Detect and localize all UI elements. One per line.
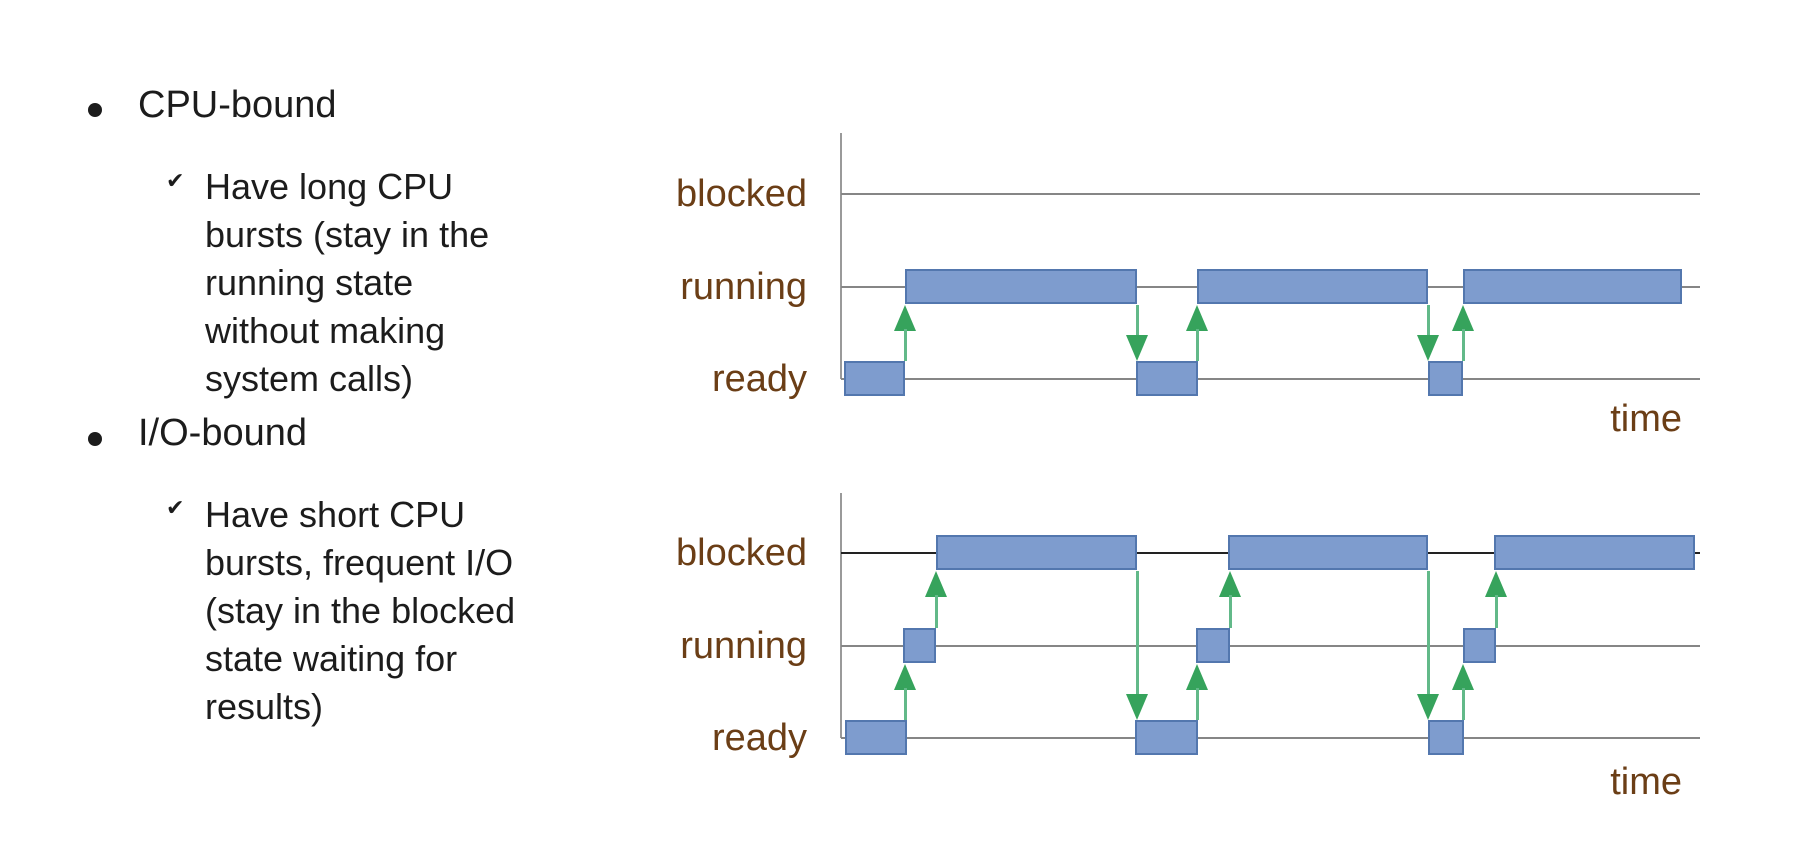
arrow-up-head [1219, 571, 1241, 597]
state-line-ready [841, 378, 1700, 380]
arrow-up-head [1452, 664, 1474, 690]
bullet-icon [88, 432, 102, 446]
arrow-down-stem [1135, 571, 1139, 696]
state-label-ready: ready [711, 358, 807, 400]
io-bound-timeline-diagram: blocked running ready time [600, 460, 1808, 856]
axis-y [840, 133, 842, 379]
cpu-bound-description: Have long CPU bursts (stay in the runnin… [205, 166, 490, 399]
arrow-up-stem [903, 688, 907, 720]
state-label-blocked: blocked [676, 173, 807, 215]
io-bound-description: Have short CPU bursts, frequent I/O (sta… [205, 494, 516, 727]
arrow-up-head [1485, 571, 1507, 597]
segment-bar-ready [1135, 720, 1198, 755]
state-line-ready [841, 737, 1700, 739]
segment-bar-ready [1428, 720, 1464, 755]
segment-bar-running [1463, 269, 1682, 304]
arrow-down-head [1126, 335, 1148, 361]
bullet-icon [88, 103, 102, 117]
segment-bar-ready [845, 720, 907, 755]
segment-bar-running [1463, 628, 1496, 663]
arrow-up-head [1186, 664, 1208, 690]
arrow-down-head [1417, 335, 1439, 361]
arrow-up-stem [903, 329, 907, 361]
arrow-down-head [1126, 694, 1148, 720]
state-line-running [841, 645, 1700, 647]
arrow-up-stem [1494, 595, 1498, 628]
arrow-up-head [1186, 305, 1208, 331]
segment-bar-ready [1428, 361, 1463, 396]
state-label-ready: ready [711, 717, 807, 759]
segment-bar-running [1196, 628, 1230, 663]
bullet-cpu-bound: CPU-bound [138, 84, 337, 126]
arrow-up-stem [1195, 329, 1199, 361]
arrow-down-stem [1426, 571, 1430, 696]
checkmark-icon: ✔ [166, 495, 185, 520]
arrow-up-head [894, 664, 916, 690]
segment-bar-blocked [1494, 535, 1695, 570]
segment-bar-running [903, 628, 936, 663]
arrow-up-head [1452, 305, 1474, 331]
arrow-up-stem [1228, 595, 1232, 628]
arrow-up-stem [934, 595, 938, 628]
segment-bar-blocked [936, 535, 1137, 570]
arrow-down-head [1417, 694, 1439, 720]
segment-bar-running [1197, 269, 1428, 304]
segment-bar-ready [844, 361, 905, 396]
axis-y [840, 493, 842, 738]
arrow-down-stem [1135, 305, 1139, 337]
time-axis-label: time [1610, 761, 1682, 803]
bullet-io-bound: I/O-bound [138, 412, 307, 454]
arrow-up-stem [1195, 688, 1199, 720]
time-axis-label: time [1610, 398, 1682, 440]
arrow-up-stem [1461, 329, 1465, 361]
state-label-running: running [680, 625, 807, 667]
segment-bar-blocked [1228, 535, 1428, 570]
arrow-up-head [925, 571, 947, 597]
segment-bar-running [905, 269, 1137, 304]
state-line-blocked [841, 193, 1700, 195]
cpu-bound-timeline-diagram: blocked running ready time [600, 100, 1808, 450]
arrow-up-stem [1461, 688, 1465, 720]
arrow-up-head [894, 305, 916, 331]
state-label-running: running [680, 266, 807, 308]
state-label-blocked: blocked [676, 532, 807, 574]
checkmark-icon: ✔ [166, 168, 185, 193]
arrow-down-stem [1426, 305, 1430, 337]
segment-bar-ready [1136, 361, 1198, 396]
